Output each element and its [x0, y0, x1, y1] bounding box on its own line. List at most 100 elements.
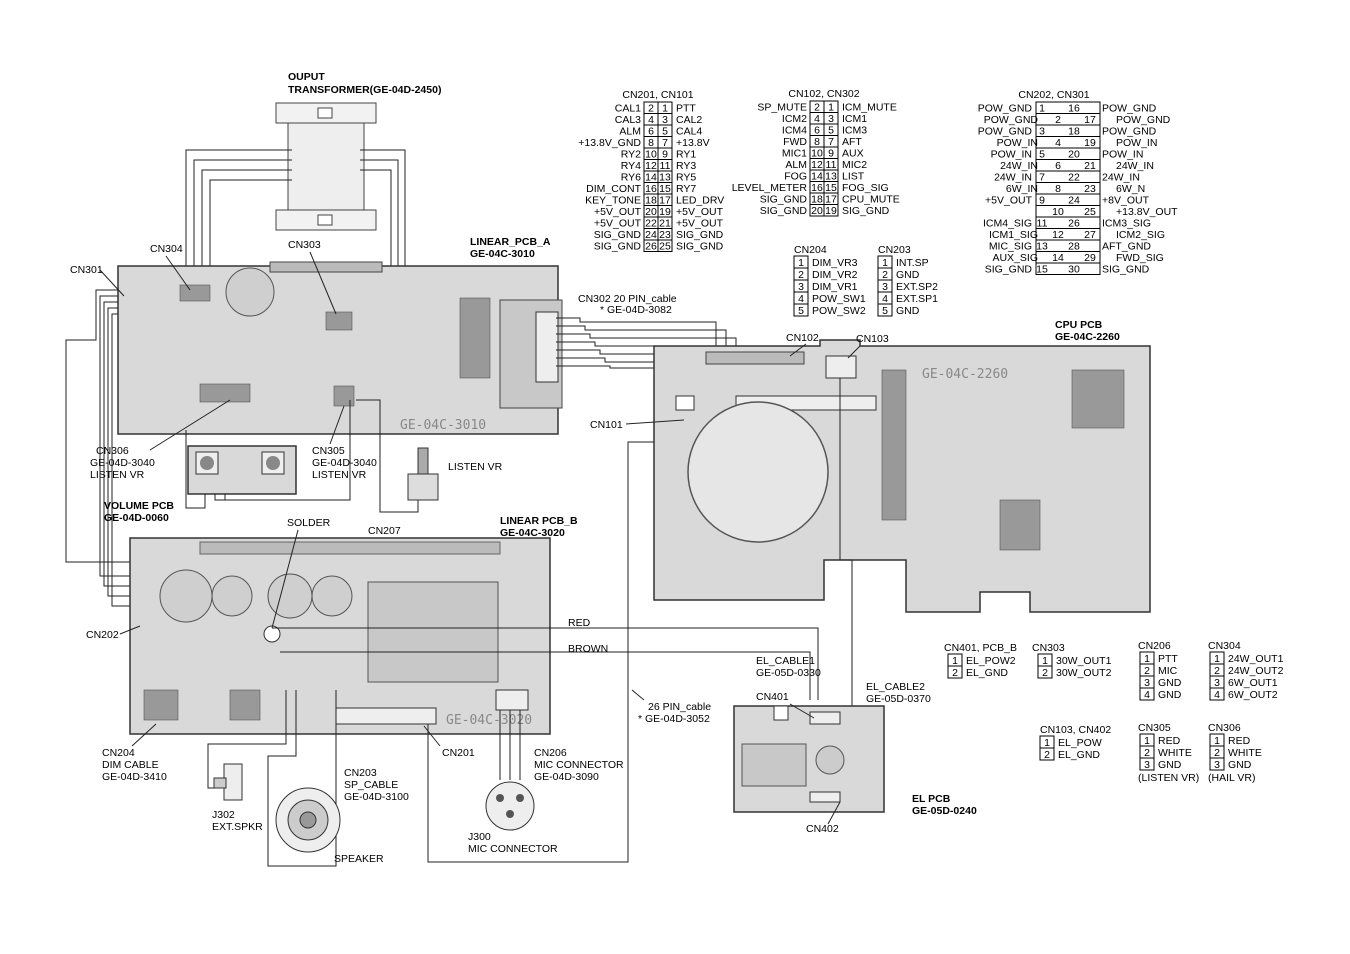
- linear-b-name: LINEAR PCB_B: [500, 515, 578, 527]
- cn201_101-pin-number: 25: [659, 241, 671, 253]
- cn204-code: GE-04D-3410: [102, 771, 167, 783]
- listen-vr-knob: [356, 399, 439, 513]
- cn202-label: CN202: [86, 629, 119, 641]
- cn203-pin-signal: GND: [896, 305, 920, 317]
- linear-a-silkscreen: GE-04C-3010: [400, 418, 486, 433]
- cn204-pin-number: 3: [798, 281, 804, 293]
- cn103-pin-number: 2: [1044, 749, 1050, 761]
- cn102_302-pin-signal: LIST: [842, 171, 865, 183]
- cn306-code: GE-04D-3040: [90, 457, 155, 469]
- cn201_101-pin-number: 26: [645, 241, 657, 253]
- j300-connector: [485, 710, 535, 831]
- cn203-pin-number: 2: [882, 269, 888, 281]
- cn202-301-pin-signal: POW_GND: [1102, 126, 1157, 138]
- cn305-pin-signal: WHITE: [1158, 747, 1192, 759]
- cn102_302-pin-number: 4: [814, 113, 820, 125]
- cn306-pin-box: [1209, 757, 1225, 771]
- transformer-code: TRANSFORMER(GE-04D-2450): [288, 84, 441, 96]
- cn302-cable-code: * GE-04D-3082: [600, 304, 672, 316]
- cn102_302-pin-number: 17: [825, 194, 837, 206]
- cn201_101-pin-signal: CAL3: [615, 114, 641, 126]
- cn103-title: CN103, CN402: [1040, 724, 1111, 736]
- cn202-301-pin-number: 12: [1052, 229, 1064, 241]
- speaker-label: SPEAKER: [334, 853, 384, 865]
- cn201_101-pin-signal: RY5: [676, 172, 696, 184]
- cn202-301-pin-signal: POW_IN: [991, 149, 1032, 161]
- cn202-301-pin-number: 26: [1068, 218, 1080, 230]
- cn202-301-row: [1035, 262, 1101, 275]
- cn202-301-pin-signal: POW_GND: [1116, 114, 1171, 126]
- cn305-desc: LISTEN VR: [312, 469, 367, 481]
- cn201_101-pin-number: 8: [648, 137, 654, 149]
- cn202-301-pin-signal: POW_GND: [978, 126, 1033, 138]
- cn102_302-pin-number: 8: [814, 136, 820, 148]
- cn206-title: CN206: [1138, 640, 1171, 652]
- cn304-pin-signal: 6W_OUT1: [1228, 677, 1278, 689]
- cn202-301-pin-number: 14: [1052, 252, 1064, 264]
- cn102_302-pin-signal: FOG: [784, 171, 807, 183]
- cn203-pin-number: 4: [882, 293, 888, 305]
- cn303-pin-signal: 30W_OUT2: [1056, 667, 1112, 679]
- cn202-301-pin-signal: POW_IN: [1116, 137, 1157, 149]
- cn203-pin-signal: INT.SP: [896, 257, 929, 269]
- cn206-pin-signal: MIC: [1158, 665, 1178, 677]
- cn401-pin-number: 2: [952, 667, 958, 679]
- cn201_101-pin-signal: +5V_OUT: [594, 218, 642, 230]
- cn201_101-pin-signal: +5V_OUT: [676, 218, 724, 230]
- cn304-pin-signal: 24W_OUT1: [1228, 653, 1284, 665]
- cn201_101-pin-signal: RY2: [621, 149, 641, 161]
- cn202-301-pin-number: 7: [1039, 172, 1045, 184]
- cn306-title: CN306: [1208, 722, 1241, 734]
- cn304-pin-signal: 24W_OUT2: [1228, 665, 1284, 677]
- cn401-pin-signal: EL_GND: [966, 667, 1008, 679]
- cn204-pin-number: 1: [798, 257, 804, 269]
- cn302-cable-label: CN302 20 PIN_cable: [578, 293, 677, 305]
- cn102_302-pin-signal: ICM_MUTE: [842, 102, 897, 114]
- cn306-pin-number: 3: [1214, 759, 1220, 771]
- cn102_302-pin-number: 10: [811, 148, 823, 160]
- cn304-pin-number: 1: [1214, 653, 1220, 665]
- cn202-301-pin-number: 2: [1055, 114, 1061, 126]
- cn201_101-pin-number: 17: [659, 195, 671, 207]
- cn305-title: CN305: [1138, 722, 1171, 734]
- cn206-code: GE-04D-3090: [534, 771, 599, 783]
- cn202-301-pin-signal: POW_GND: [984, 114, 1039, 126]
- cn102_302-pin-number: 15: [825, 182, 837, 194]
- cn202-301-pin-number: 11: [1037, 218, 1048, 230]
- cn202-301-pin-signal: ICM3_SIG: [1102, 218, 1151, 230]
- cn202-301-pin-signal: 24W_IN: [1116, 160, 1154, 172]
- cn203-label: CN203: [344, 767, 377, 779]
- cn102_302-pin-number: 19: [825, 205, 837, 217]
- cn201_101-pin-number: 14: [645, 172, 657, 184]
- cn401-pin-box: [947, 665, 963, 679]
- cn202-301-pin-number: 13: [1036, 241, 1048, 253]
- cn102_302-pin-signal: SIG_GND: [760, 194, 808, 206]
- cn204-cable: DIM CABLE: [102, 759, 159, 771]
- volume-pcb: [185, 400, 351, 509]
- cn102_302-pin-number: 1: [828, 102, 834, 114]
- cn202-301-pin-signal: +5V_OUT: [985, 195, 1033, 207]
- cn202-301-pin-signal: SIG_GND: [1102, 264, 1150, 276]
- cn207-label: CN207: [368, 525, 401, 537]
- cn402-label: CN402: [806, 823, 839, 835]
- cn202-301-pin-signal: 6W_IN: [1006, 183, 1038, 195]
- cn201-label: CN201: [442, 747, 475, 759]
- cn202-301-pin-signal: POW_IN: [1102, 149, 1143, 161]
- cn202-301-pin-number: 27: [1084, 229, 1096, 241]
- cn303-label: CN303: [288, 239, 321, 251]
- output-transformer: [185, 102, 406, 326]
- transformer-name: OUPUT: [288, 71, 325, 83]
- cn201_101-title: CN201, CN101: [622, 89, 693, 101]
- cn103-pin-signal: EL_GND: [1058, 749, 1100, 761]
- linear-a-name: LINEAR_PCB_A: [470, 236, 551, 248]
- cn201_101-pin-signal: DIM_CONT: [586, 183, 641, 195]
- cn201_101-pin-number: 5: [662, 126, 668, 138]
- cn201_101-pin-number: 20: [645, 206, 657, 218]
- cn306-pin-number: 2: [1214, 747, 1220, 759]
- cn201_101-pin-number: 4: [648, 114, 654, 126]
- cn201_101-pin-signal: LED_DRV: [676, 195, 724, 207]
- cpu-pcb: GE-04C-2260: [653, 339, 1151, 613]
- linear-pcb-b: GE-04C-3020: [129, 537, 551, 735]
- cn202-301-pin-number: 16: [1068, 103, 1080, 115]
